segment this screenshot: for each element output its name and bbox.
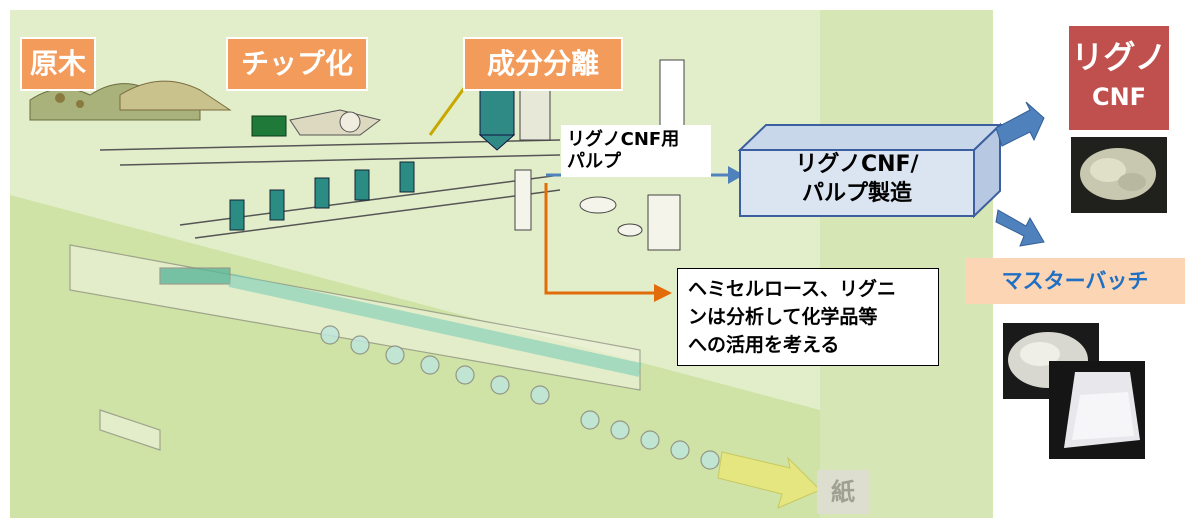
wash-tanks — [229, 161, 415, 231]
masterbatch-label: マスターバッチ — [965, 258, 1185, 304]
masterbatch-bag-photo — [1049, 361, 1145, 459]
process-box-label: リグノCNF/ パルプ製造 — [795, 152, 919, 206]
chipper-illustration — [251, 109, 382, 137]
byproduct-arrow — [544, 183, 672, 302]
arrow-to-masterbatch — [995, 209, 1045, 247]
lignocnf-subtitle: CNF — [1091, 83, 1147, 111]
bleach-plant — [514, 169, 681, 251]
tree-logs-illustration — [29, 80, 232, 121]
lignocnf-sample-photo — [1071, 137, 1167, 213]
lignocnf-title: リグノ — [1071, 38, 1167, 76]
lignocnf-pulp-label: リグノCNF用 パルプ — [561, 125, 711, 177]
byproduct-note: ヘミセルロース、リグニ ンは分析して化学品等 への活用を考える — [677, 268, 939, 366]
process-box-3d — [737, 122, 1003, 219]
arrow-to-lignocnf — [995, 101, 1045, 147]
stage-label-separation: 成分分離 — [463, 37, 623, 91]
paper-output-label: 紙 — [817, 470, 869, 514]
paper-output-arrow — [717, 451, 821, 509]
paper-machine-illustration — [69, 244, 720, 470]
right-panel-strip — [820, 10, 993, 518]
lignocnf-product-box: リグノ CNF — [1069, 26, 1169, 130]
stage-label-chipping: チップ化 — [226, 37, 368, 91]
stage-label-raw-wood: 原木 — [20, 37, 96, 91]
